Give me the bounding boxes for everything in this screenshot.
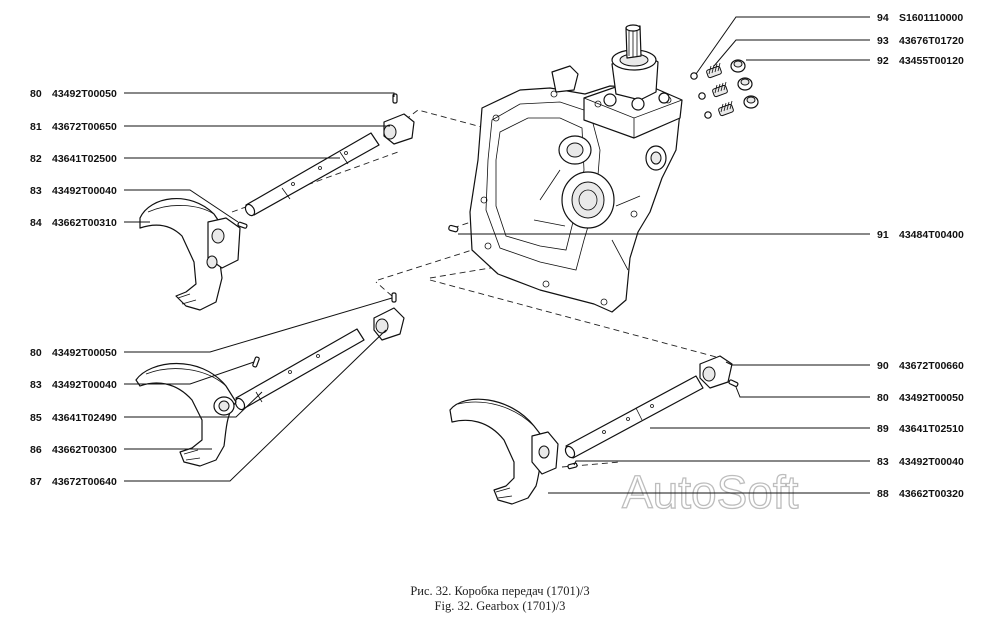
callout-80-top: 80 43492T00050 bbox=[30, 88, 117, 100]
plug-icon bbox=[743, 95, 759, 109]
callout-81: 81 43672T00650 bbox=[30, 121, 117, 133]
callout-number: 86 bbox=[30, 444, 42, 456]
callout-87: 87 43672T00640 bbox=[30, 476, 117, 488]
callout-number: 88 bbox=[877, 488, 889, 500]
plug-icon bbox=[730, 59, 746, 73]
callout-83-middle: 83 43492T00040 bbox=[30, 379, 117, 391]
spring-icon bbox=[718, 100, 734, 117]
upper-shift-rail bbox=[237, 93, 415, 229]
part-code: 43641T02510 bbox=[899, 423, 964, 435]
part-code: 43484T00400 bbox=[899, 229, 964, 241]
callout-84: 84 43662T00310 bbox=[30, 217, 117, 229]
callout-number: 89 bbox=[877, 423, 889, 435]
lower-shift-rail bbox=[564, 355, 739, 470]
callout-number: 80 bbox=[877, 392, 889, 404]
gearbox-housing bbox=[469, 24, 683, 313]
part-code: 43672T00660 bbox=[899, 360, 964, 372]
callout-85: 85 43641T02490 bbox=[30, 412, 117, 424]
callout-83-top: 83 43492T00040 bbox=[30, 185, 117, 197]
shift-fork-86 bbox=[135, 363, 237, 467]
callout-number: 83 bbox=[877, 456, 889, 468]
callout-number: 91 bbox=[877, 229, 889, 241]
callout-number: 93 bbox=[877, 35, 889, 47]
ball-icon bbox=[698, 92, 706, 100]
callout-number: 81 bbox=[30, 121, 42, 133]
callout-91: 91 43484T00400 bbox=[877, 229, 964, 241]
callout-80-middle: 80 43492T00050 bbox=[30, 347, 117, 359]
callout-93: 93 43676T01720 bbox=[877, 35, 964, 47]
part-code: 43492T00040 bbox=[52, 185, 117, 197]
spring-icon bbox=[712, 81, 728, 98]
shift-fork-88 bbox=[449, 398, 559, 505]
part-code: 43672T00650 bbox=[52, 121, 117, 133]
figure-caption-ru: Рис. 32. Коробка передач (1701)/3 bbox=[410, 584, 589, 598]
callout-number: 80 bbox=[30, 347, 42, 359]
callout-number: 84 bbox=[30, 217, 42, 229]
callout-number: 90 bbox=[877, 360, 889, 372]
watermark: AutoSoft bbox=[622, 466, 799, 518]
callout-80-right: 80 43492T00050 bbox=[877, 392, 964, 404]
callout-90: 90 43672T00660 bbox=[877, 360, 964, 372]
part-code: 43662T00300 bbox=[52, 444, 117, 456]
callout-number: 80 bbox=[30, 88, 42, 100]
callout-number: 83 bbox=[30, 379, 42, 391]
part-code: S1601110000 bbox=[899, 12, 963, 24]
middle-shift-rail bbox=[234, 292, 405, 411]
plug-icon bbox=[737, 77, 753, 91]
callout-92: 92 43455T00120 bbox=[877, 55, 964, 67]
part-code: 43492T00050 bbox=[899, 392, 964, 404]
part-code: 43641T02500 bbox=[52, 153, 117, 165]
part-code: 43641T02490 bbox=[52, 412, 117, 424]
part-code: 43492T00040 bbox=[899, 456, 964, 468]
callout-number: 83 bbox=[30, 185, 42, 197]
part-code: 43662T00310 bbox=[52, 217, 117, 229]
leader-lines bbox=[124, 16, 870, 494]
callout-94: 94 S1601110000 bbox=[877, 12, 963, 24]
part-code: 43676T01720 bbox=[899, 35, 964, 47]
ball-icon bbox=[704, 111, 712, 119]
callout-88: 88 43662T00320 bbox=[877, 488, 964, 500]
part-code: 43672T00640 bbox=[52, 476, 117, 488]
callout-number: 92 bbox=[877, 55, 889, 67]
shift-fork-84 bbox=[139, 198, 241, 311]
figure-caption-en: Fig. 32. Gearbox (1701)/3 bbox=[435, 599, 566, 613]
callout-83-right: 83 43492T00040 bbox=[877, 456, 964, 468]
callout-86: 86 43662T00300 bbox=[30, 444, 117, 456]
callout-number: 94 bbox=[877, 12, 889, 24]
part-code: 43492T00040 bbox=[52, 379, 117, 391]
spring-icon bbox=[706, 62, 722, 79]
callout-number: 87 bbox=[30, 476, 42, 488]
small-parts-top-right bbox=[690, 59, 759, 119]
callout-82: 82 43641T02500 bbox=[30, 153, 117, 165]
callout-number: 82 bbox=[30, 153, 42, 165]
ball-icon bbox=[690, 72, 698, 80]
part-code: 43492T00050 bbox=[52, 88, 117, 100]
callout-number: 85 bbox=[30, 412, 42, 424]
pin-91 bbox=[448, 224, 459, 233]
part-code: 43662T00320 bbox=[899, 488, 964, 500]
callout-89: 89 43641T02510 bbox=[877, 423, 964, 435]
part-code: 43455T00120 bbox=[899, 55, 964, 67]
part-code: 43492T00050 bbox=[52, 347, 117, 359]
